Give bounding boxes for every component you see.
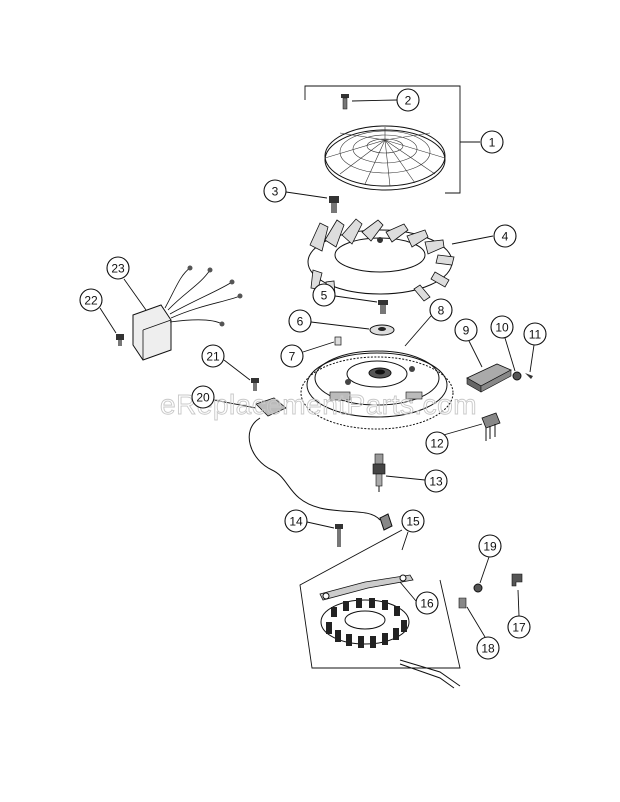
callout-circle (490, 315, 514, 339)
callout-13: 13 (424, 469, 448, 493)
callout-circle (480, 130, 504, 154)
callout-circle (284, 509, 308, 533)
callout-number: 13 (429, 475, 443, 489)
bolt-part-5 (334, 295, 388, 314)
callout-22: 22 (79, 288, 103, 312)
spark-plug (372, 453, 426, 492)
callout-12: 12 (425, 431, 449, 455)
callout-3: 3 (263, 179, 287, 203)
callout-number: 14 (289, 515, 303, 529)
callout-4: 4 (493, 224, 517, 248)
callout-8: 8 (429, 298, 453, 322)
stator (319, 531, 461, 689)
key-part-7 (302, 336, 342, 353)
callout-11: 11 (523, 322, 547, 346)
nut-part-10 (504, 337, 522, 381)
callout-circle (425, 431, 449, 455)
regulator-part-9 (466, 340, 512, 393)
callout-6: 6 (288, 309, 312, 333)
callout-19: 19 (478, 534, 502, 558)
callout-circle (478, 534, 502, 558)
callout-number: 1 (489, 136, 496, 150)
terminal-part-17 (511, 573, 523, 617)
callout-circle (507, 615, 531, 639)
callout-circle (280, 344, 304, 368)
callout-circle (429, 298, 453, 322)
blower-fan (307, 218, 494, 302)
callout-17: 17 (507, 615, 531, 639)
air-screen (304, 85, 480, 194)
callout-number: 19 (483, 540, 497, 554)
screw-part-2 (341, 94, 398, 110)
callout-5: 5 (312, 283, 336, 307)
flywheel (300, 315, 454, 430)
callout-number: 5 (321, 289, 328, 303)
ignition-coil (213, 397, 393, 531)
callout-number: 23 (111, 262, 125, 276)
callout-circle (493, 224, 517, 248)
callout-21: 21 (201, 344, 225, 368)
callout-circle (396, 88, 420, 112)
callout-circle (476, 636, 500, 660)
clip-part-18 (458, 597, 486, 638)
callout-circle (79, 288, 103, 312)
bolt-part-3 (285, 191, 339, 213)
callout-circle (288, 309, 312, 333)
callout-circle (312, 283, 336, 307)
callout-number: 8 (438, 304, 445, 318)
callout-number: 10 (495, 321, 509, 335)
callout-9: 9 (454, 318, 478, 342)
callout-1: 1 (480, 130, 504, 154)
callout-circle (106, 256, 130, 280)
washer-part-6 (310, 321, 395, 336)
callout-circle (424, 469, 448, 493)
callout-number: 20 (196, 391, 210, 405)
callout-number: 16 (420, 597, 434, 611)
callout-circle (401, 509, 425, 533)
callout-number: 17 (512, 621, 526, 635)
callout-circle (191, 385, 215, 409)
callout-20: 20 (191, 385, 215, 409)
callout-2: 2 (396, 88, 420, 112)
callout-circle (454, 318, 478, 342)
callout-number: 9 (463, 324, 470, 338)
callout-number: 7 (289, 350, 296, 364)
callout-number: 3 (272, 185, 279, 199)
callout-18: 18 (476, 636, 500, 660)
callout-number: 4 (502, 230, 509, 244)
callout-number: 6 (297, 315, 304, 329)
nut-part-19 (473, 556, 490, 593)
callout-circle (523, 322, 547, 346)
callout-10: 10 (490, 315, 514, 339)
callout-7: 7 (280, 344, 304, 368)
callout-circle (263, 179, 287, 203)
screw-part-11 (525, 344, 535, 379)
callout-number: 18 (481, 642, 495, 656)
bolt-part-14 (306, 521, 343, 547)
ignition-module (123, 265, 243, 361)
callout-14: 14 (284, 509, 308, 533)
screw-part-21 (223, 359, 259, 391)
callout-circle (415, 591, 439, 615)
callout-number: 15 (406, 515, 420, 529)
callout-15: 15 (401, 509, 425, 533)
callout-number: 22 (84, 294, 98, 308)
stator-frame (299, 529, 461, 669)
callout-number: 2 (405, 94, 412, 108)
screw-part-22 (99, 307, 124, 346)
callout-circle (201, 344, 225, 368)
callout-number: 11 (529, 328, 542, 342)
callout-23: 23 (106, 256, 130, 280)
callout-number: 21 (206, 350, 220, 364)
callout-number: 12 (430, 437, 444, 451)
callout-16: 16 (415, 591, 439, 615)
